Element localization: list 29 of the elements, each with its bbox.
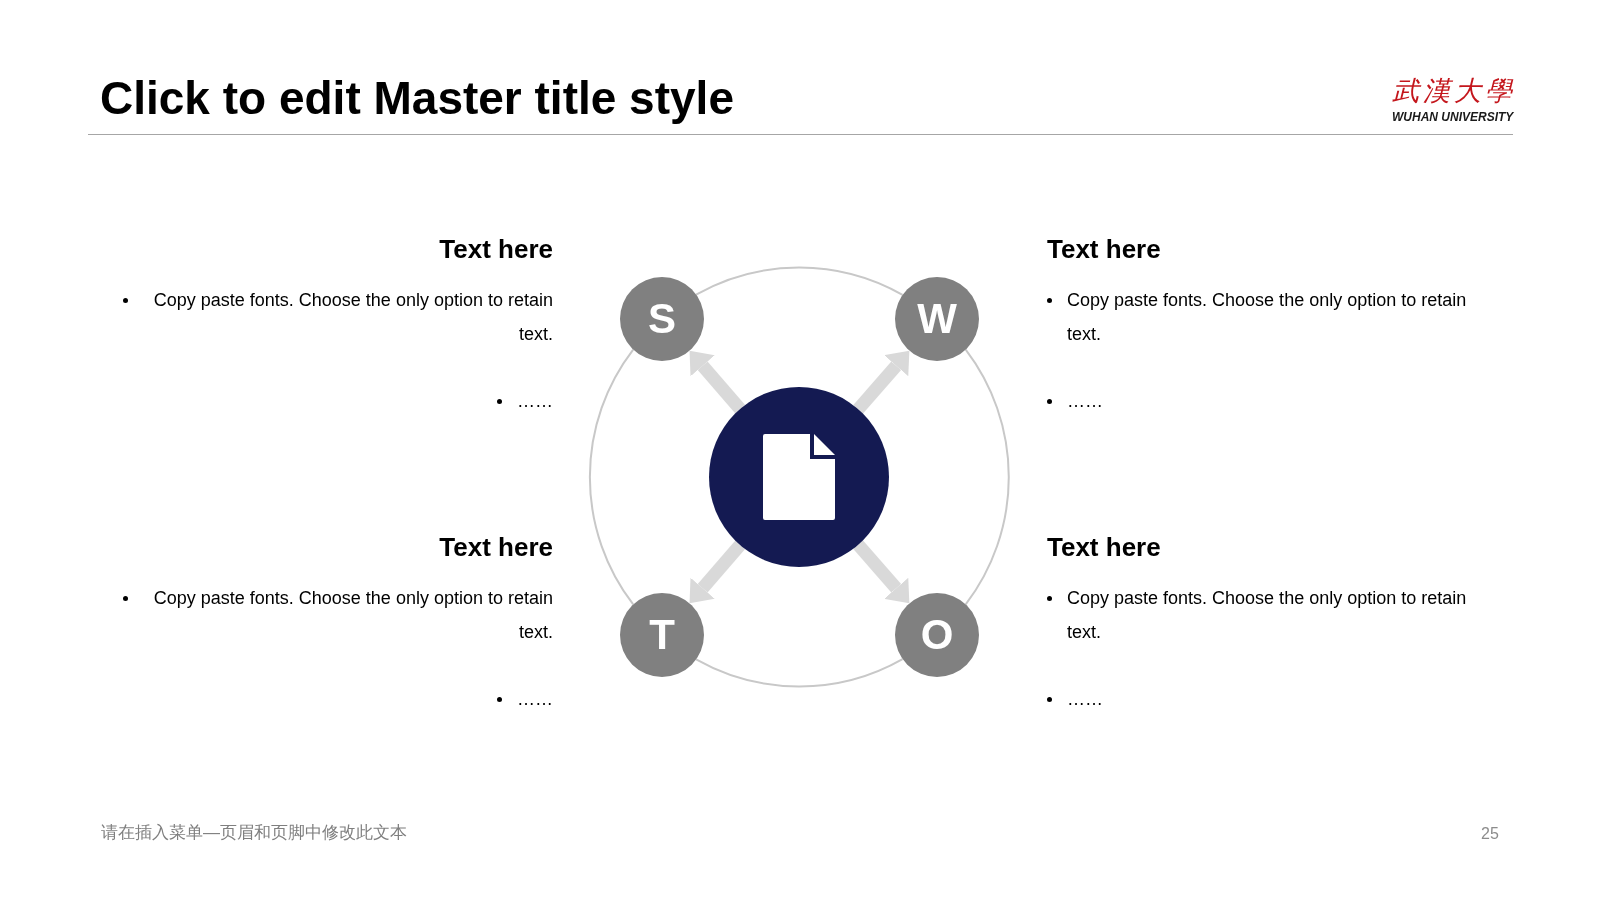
letter-circle: O	[895, 593, 979, 677]
block-heading: Text here	[1047, 234, 1161, 265]
bullet-text: ……	[1067, 688, 1103, 711]
bullet-text: Copy paste fonts. Choose the only option to retain text.	[1067, 289, 1468, 346]
ring-arc	[964, 348, 1010, 606]
arrow	[689, 540, 745, 604]
footer-text: 请在插入菜单—页眉和页脚中修改此文本	[101, 823, 407, 843]
bullet-text: ……	[517, 688, 553, 711]
arrow	[689, 350, 745, 414]
university-name: WUHAN UNIVERSITY	[1392, 110, 1514, 124]
letter-circle: S	[620, 277, 704, 361]
bullet-text: ……	[517, 390, 553, 413]
bullet-text: Copy paste fonts. Choose the only option to retain text.	[1067, 587, 1468, 644]
university-name: 武漢大學	[1392, 74, 1516, 108]
ring-arc	[695, 266, 904, 296]
bullet-text: ……	[1067, 390, 1103, 413]
ring-arc	[695, 658, 904, 688]
block-heading: Text here	[1047, 532, 1161, 563]
bullet-text: Copy paste fonts. Choose the only option to retain text.	[152, 587, 553, 644]
page-number: 25	[1481, 824, 1499, 843]
ring-arc	[589, 348, 635, 606]
slide-title: Click to edit Master title style	[100, 73, 734, 124]
block-heading: Text here	[439, 234, 553, 265]
arrow	[853, 350, 910, 414]
bullet-text: Copy paste fonts. Choose the only option to retain text.	[152, 289, 553, 346]
letter-circle: W	[895, 277, 979, 361]
letter-circle: T	[620, 593, 704, 677]
arrow	[853, 540, 910, 604]
block-heading: Text here	[439, 532, 553, 563]
